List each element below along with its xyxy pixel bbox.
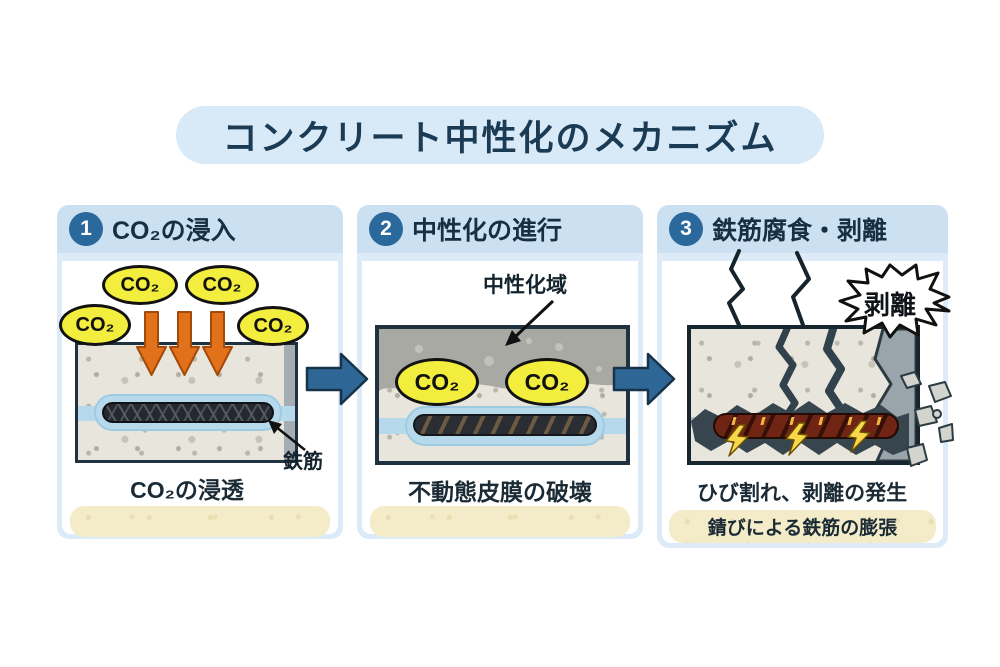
panel1-caption: CO₂の浸透 bbox=[130, 477, 244, 503]
panel1-footer-box bbox=[70, 506, 330, 537]
panel-corrosion-spalling: 3 鉄筋腐食・剥離 剥離 bbox=[657, 205, 954, 548]
step-3-badge: 3 bbox=[669, 212, 703, 246]
block-side-face bbox=[284, 345, 295, 460]
neutralized-zone-label: 中性化域 bbox=[483, 274, 567, 297]
rebar bbox=[413, 414, 597, 436]
co2-bubble: CO₂ bbox=[185, 265, 259, 305]
panel3-header: 3 鉄筋腐食・剥離 bbox=[657, 205, 948, 253]
step-1-badge: 1 bbox=[69, 212, 103, 246]
flow-arrow-2-icon bbox=[612, 352, 676, 406]
lightning-bolts-icon bbox=[725, 420, 871, 457]
flow-arrow-1-icon bbox=[305, 352, 369, 406]
zone-pointer-arrow-icon bbox=[505, 299, 555, 346]
panel3-footer-box: 錆びによる鉄筋の膨張 bbox=[669, 510, 936, 543]
panel-co2-ingress: 1 CO₂の浸入 CO₂ CO₂ CO₂ CO₂ 鉄筋 CO₂の浸透 bbox=[57, 205, 343, 539]
panel3-subcaption: 錆びによる鉄筋の膨張 bbox=[707, 518, 898, 539]
panel3-caption: ひび割れ、剥離の発生 bbox=[696, 482, 908, 505]
title-banner: コンクリート中性化のメカニズム bbox=[176, 106, 824, 164]
concrete-block bbox=[375, 325, 630, 465]
debris-chunks-icon bbox=[900, 371, 954, 467]
rebar bbox=[102, 402, 274, 423]
co2-bubble: CO₂ bbox=[505, 358, 589, 406]
co2-bubble: CO₂ bbox=[102, 265, 178, 305]
co2-bubble: CO₂ bbox=[237, 306, 309, 346]
page-title: コンクリート中性化のメカニズム bbox=[222, 118, 778, 158]
panel-carbonation-progress: 2 中性化の進行 中性化域 CO₂ CO₂ 不動態皮膜の破壊 bbox=[357, 205, 643, 539]
co2-bubble: CO₂ bbox=[395, 358, 479, 406]
concrete-block-cracked bbox=[687, 325, 920, 465]
rebar-pointer-arrow-icon bbox=[268, 420, 306, 451]
surface-crack-lines-icon bbox=[727, 249, 811, 327]
concrete-block bbox=[75, 342, 298, 463]
panel3-heading: 鉄筋腐食・剥離 bbox=[712, 217, 888, 245]
panel1-heading: CO₂の浸入 bbox=[112, 217, 236, 245]
panel1-header: 1 CO₂の浸入 bbox=[57, 205, 343, 253]
panel2-caption: 不動態皮膜の破壊 bbox=[408, 479, 592, 505]
spalling-burst-label: 剥離 bbox=[864, 290, 917, 320]
spalling-burst-bubble bbox=[838, 263, 951, 339]
step-2-badge: 2 bbox=[369, 212, 403, 246]
co2-bubble: CO₂ bbox=[59, 304, 131, 346]
panel2-heading: 中性化の進行 bbox=[412, 217, 563, 245]
panel2-header: 2 中性化の進行 bbox=[357, 205, 643, 253]
panel2-footer-box bbox=[370, 506, 630, 537]
rebar-label: 鉄筋 bbox=[283, 451, 323, 473]
co2-down-arrows-icon bbox=[136, 311, 233, 376]
